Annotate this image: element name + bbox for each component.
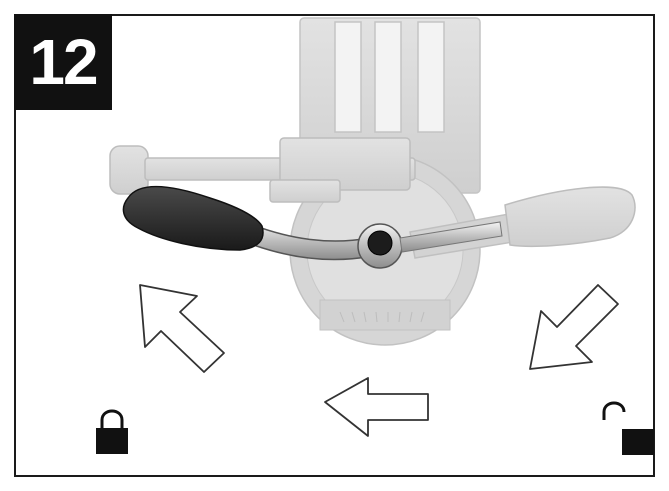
padlock-unlocked-icon	[602, 401, 654, 455]
step-number-badge: 12	[14, 14, 112, 110]
locking-lever	[122, 186, 503, 269]
padlock-locked-icon	[96, 409, 128, 454]
arrow-up-left	[139, 284, 225, 373]
ghost-clamp-bar	[109, 137, 416, 203]
arrow-down-left	[529, 284, 619, 370]
arrow-left	[324, 377, 429, 437]
